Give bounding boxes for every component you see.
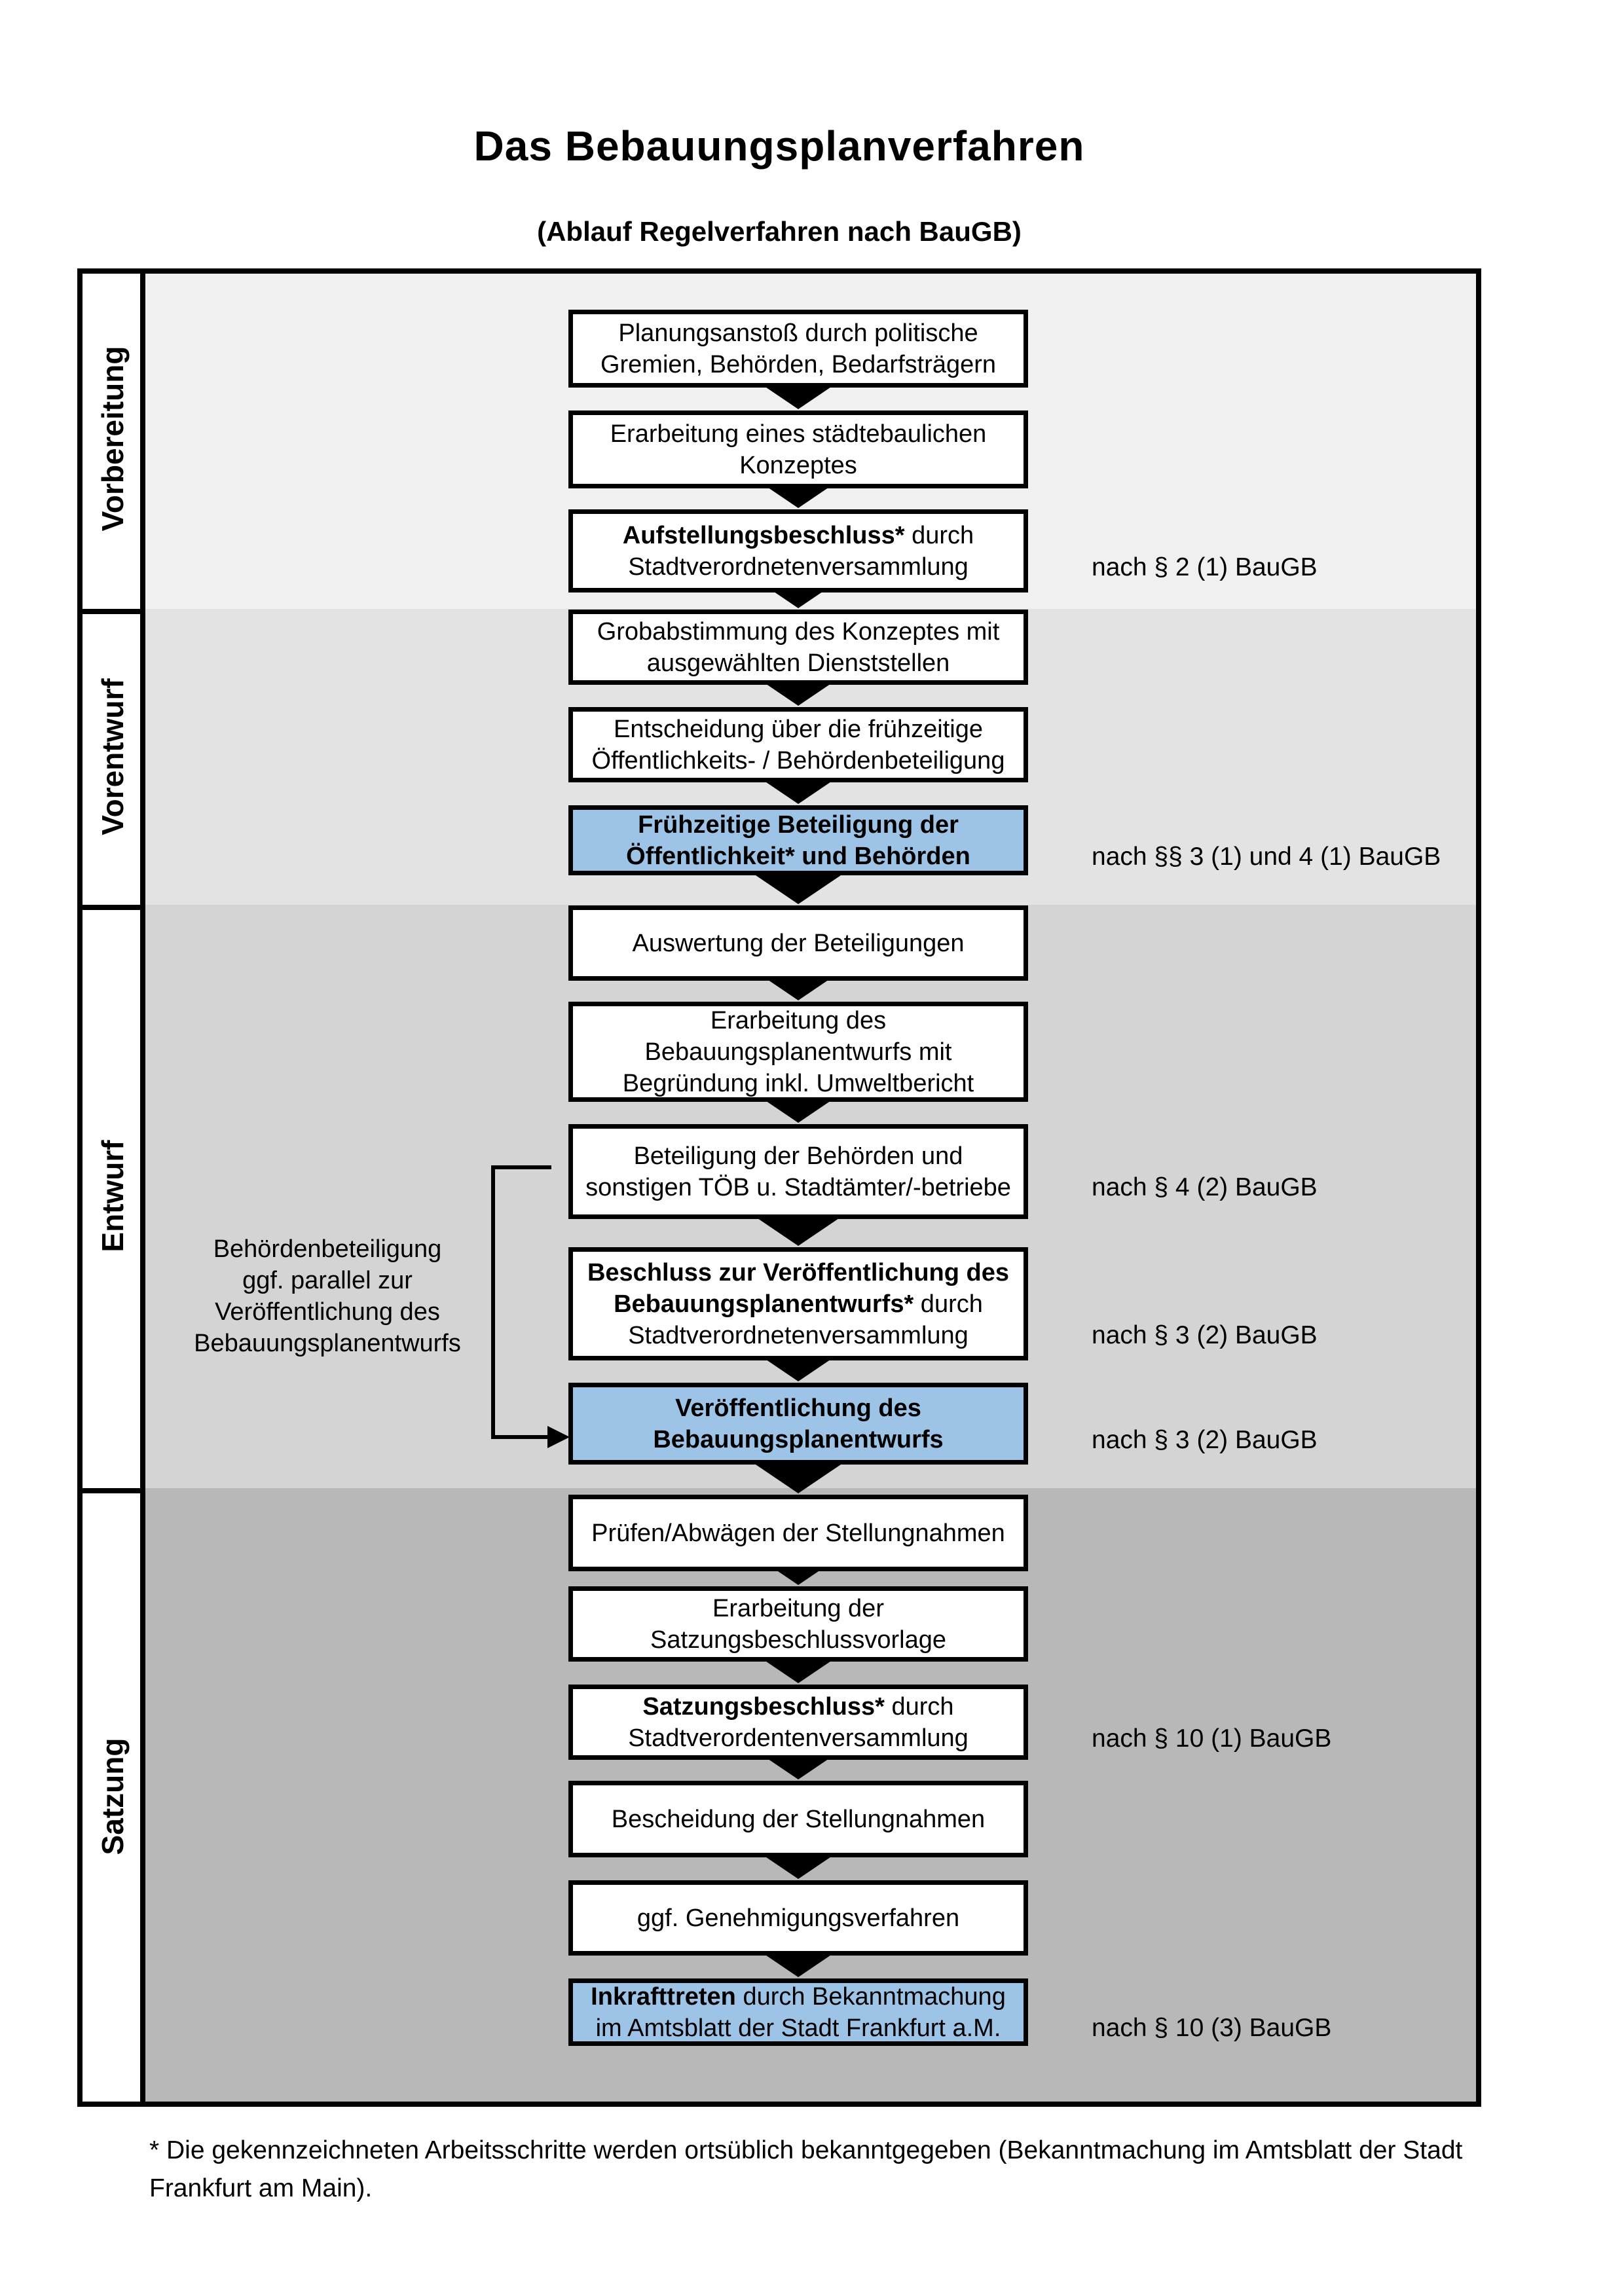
law-reference: nach § 10 (1) BauGB bbox=[1092, 1724, 1332, 1753]
step-box-veroeffentlichungsbeschluss: Beschluss zur Veröffentlichung des Bebau… bbox=[568, 1247, 1028, 1360]
law-reference: nach § 4 (2) BauGB bbox=[1092, 1173, 1318, 1201]
step-box-veroeffentlichung: Veröffentlichung des Bebauungsplanentwur… bbox=[568, 1383, 1028, 1465]
step-text: Beteiligung der Behörden und sonstigen T… bbox=[585, 1142, 1011, 1201]
step-box-fruehzeitige-beteiligung: Frühzeitige Beteiligung der Öffentlichke… bbox=[568, 805, 1028, 875]
step-text: Grobabstimmung des Konzeptes mit ausgewä… bbox=[597, 617, 1000, 677]
step-box-bescheidung: Bescheidung der Stellungnahmen bbox=[568, 1781, 1028, 1857]
step-box-entscheidung-beteiligung: Entscheidung über die frühzeitige Öffent… bbox=[568, 707, 1028, 782]
law-reference: nach § 2 (1) BauGB bbox=[1092, 553, 1318, 581]
step-text: Bescheidung der Stellungnahmen bbox=[611, 1805, 986, 1833]
phase-divider bbox=[77, 1488, 145, 1493]
step-box-konzept-erarbeitung: Erarbeitung eines städtebaulichen Konzep… bbox=[568, 410, 1028, 488]
page-subtitle: (Ablauf Regelverfahren nach BauGB) bbox=[537, 216, 1022, 247]
step-text: Aufstellungsbeschluss* durch Stadtverord… bbox=[622, 521, 974, 581]
step-box-genehmigungsverfahren: ggf. Genehmigungsverfahren bbox=[568, 1880, 1028, 1956]
step-box-pruefen-abwaegen: Prüfen/Abwägen der Stellungnahmen bbox=[568, 1495, 1028, 1571]
step-text: Entscheidung über die frühzeitige Öffent… bbox=[591, 715, 1005, 774]
phase-label-vorbereitung: Vorbereitung bbox=[96, 346, 130, 532]
law-reference: nach § 3 (2) BauGB bbox=[1092, 1321, 1318, 1349]
step-box-entwurf-erarbeitung: Erarbeitung des Bebauungsplanentwurfs mi… bbox=[568, 1002, 1028, 1102]
page-title: Das Bebauungsplanverfahren bbox=[473, 122, 1085, 170]
down-arrow-icon bbox=[756, 1217, 841, 1246]
step-text: Frühzeitige Beteiligung der Öffentlichke… bbox=[626, 811, 970, 870]
step-box-grobabstimmung: Grobabstimmung des Konzeptes mit ausgewä… bbox=[568, 610, 1028, 685]
side-note: Behördenbeteiligung ggf. parallel zur Ve… bbox=[194, 1235, 461, 1357]
phase-label-vorentwurf: Vorentwurf bbox=[96, 678, 130, 835]
down-arrow-icon bbox=[756, 1465, 841, 1493]
step-box-aufstellungsbeschluss: Aufstellungsbeschluss* durch Stadtverord… bbox=[568, 509, 1028, 592]
step-text: Inkrafttreten durch Bekanntmachung im Am… bbox=[591, 1982, 1006, 2042]
footnote: * Die gekennzeichneten Arbeitsschritte w… bbox=[149, 2136, 1463, 2202]
step-box-beschlussvorlage: Erarbeitung der Satzungsbeschlussvorlage bbox=[568, 1586, 1028, 1662]
step-text: Veröffentlichung des Bebauungsplanentwur… bbox=[653, 1394, 944, 1453]
step-box-auswertung: Auswertung der Beteiligungen bbox=[568, 905, 1028, 981]
step-text: Planungsanstoß durch politische Gremien,… bbox=[600, 319, 997, 378]
step-box-inkrafttreten: Inkrafttreten durch Bekanntmachung im Am… bbox=[568, 1978, 1028, 2046]
step-text: Auswertung der Beteiligungen bbox=[632, 929, 965, 957]
step-box-behoerdenbeteiligung: Beteiligung der Behörden und sonstigen T… bbox=[568, 1124, 1028, 1219]
step-box-planungsanstoss: Planungsanstoß durch politische Gremien,… bbox=[568, 310, 1028, 388]
law-reference: nach §§ 3 (1) und 4 (1) BauGB bbox=[1092, 843, 1441, 871]
connector-line-vertical bbox=[491, 1165, 495, 1439]
law-reference: nach § 10 (3) BauGB bbox=[1092, 2014, 1332, 2042]
step-text: Satzungsbeschluss* durch Stadtverordente… bbox=[628, 1692, 969, 1752]
connector-line-top bbox=[491, 1165, 551, 1169]
step-text: ggf. Genehmigungsverfahren bbox=[637, 1904, 960, 1932]
connector-line-bottom bbox=[491, 1435, 547, 1439]
right-arrow-icon bbox=[547, 1426, 570, 1448]
phase-divider bbox=[77, 609, 145, 614]
law-reference: nach § 3 (2) BauGB bbox=[1092, 1426, 1318, 1454]
step-text: Prüfen/Abwägen der Stellungnahmen bbox=[591, 1519, 1005, 1547]
step-text: Beschluss zur Veröffentlichung des Bebau… bbox=[587, 1258, 1010, 1349]
step-text: Erarbeitung des Bebauungsplanentwurfs mi… bbox=[622, 1006, 974, 1097]
step-text: Erarbeitung eines städtebaulichen Konzep… bbox=[610, 420, 987, 479]
phase-divider bbox=[77, 905, 145, 910]
step-text: Erarbeitung der Satzungsbeschlussvorlage bbox=[650, 1594, 947, 1654]
phase-label-satzung: Satzung bbox=[96, 1738, 130, 1855]
step-box-satzungsbeschluss: Satzungsbeschluss* durch Stadtverordente… bbox=[568, 1685, 1028, 1760]
down-arrow-icon bbox=[756, 875, 841, 904]
phase-label-entwurf: Entwurf bbox=[96, 1140, 130, 1252]
